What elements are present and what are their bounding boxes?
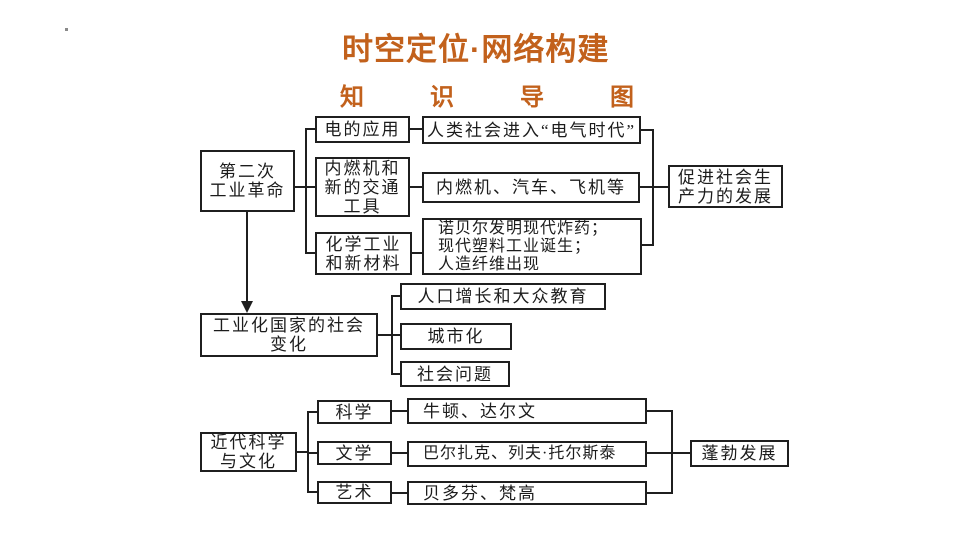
node-electric-age: 人类社会进入“电气时代” [422,116,641,144]
connector-line [392,452,407,454]
arrow-down-icon [241,301,253,313]
connector-line [647,492,673,494]
connector-line [642,244,654,246]
connector-line [307,411,317,413]
connector-line [305,128,307,254]
connector-line [307,452,317,454]
connector-line [647,452,690,454]
node-combustion-engine-transport: 内燃机和 新的交通 工具 [315,157,410,217]
connector-line [392,410,407,412]
node-modern-science-culture: 近代科学 与文化 [200,432,297,472]
arrow-shaft [246,212,248,303]
connector-line [297,451,309,453]
connector-line [647,410,673,412]
connector-line [412,252,422,254]
connector-line [378,334,393,336]
connector-line [307,491,317,493]
connector-line [305,128,315,130]
page-title: 时空定位·网络构建 [342,32,610,67]
connector-line [671,410,673,494]
node-nobel-plastics-fiber: 诺贝尔发明现代炸药； 现代塑料工业诞生； 人造纤维出现 [422,218,642,275]
connector-line [640,186,668,188]
connector-line [391,334,400,336]
connector-line [295,186,307,188]
node-chemical-industry-materials: 化学工业 和新材料 [315,232,412,275]
connector-line [641,129,654,131]
node-engine-car-plane: 内燃机、汽车、飞机等 [422,172,640,203]
connector-line [410,128,422,130]
node-industrialized-social-change: 工业化国家的社会 变化 [200,313,378,357]
node-electricity-application: 电的应用 [315,116,410,143]
node-literature: 文学 [317,441,392,465]
page-subtitle: 知识导图 [340,84,700,111]
node-second-industrial-revolution: 第二次 工业革命 [200,150,295,212]
stray-mark [65,28,68,31]
connector-line [410,186,422,188]
connector-line [305,186,315,188]
node-art: 艺术 [317,481,392,504]
connector-line [391,295,400,297]
node-newton-darwin: 牛顿、达尔文 [407,398,647,424]
node-productivity-development: 促进社会生 产力的发展 [668,165,783,208]
node-beethoven-vangogh: 贝多芬、梵高 [407,481,647,505]
connector-line [391,373,400,375]
node-flourishing-development: 蓬勃发展 [690,440,789,467]
connector-line [392,492,407,494]
node-balzac-tolstoy: 巴尔扎克、列夫·托尔斯泰 [407,441,647,467]
node-population-education: 人口增长和大众教育 [400,283,606,310]
connector-line [305,252,315,254]
node-urbanization: 城市化 [400,323,512,350]
node-social-problems: 社会问题 [400,361,510,387]
node-science: 科学 [317,400,392,424]
